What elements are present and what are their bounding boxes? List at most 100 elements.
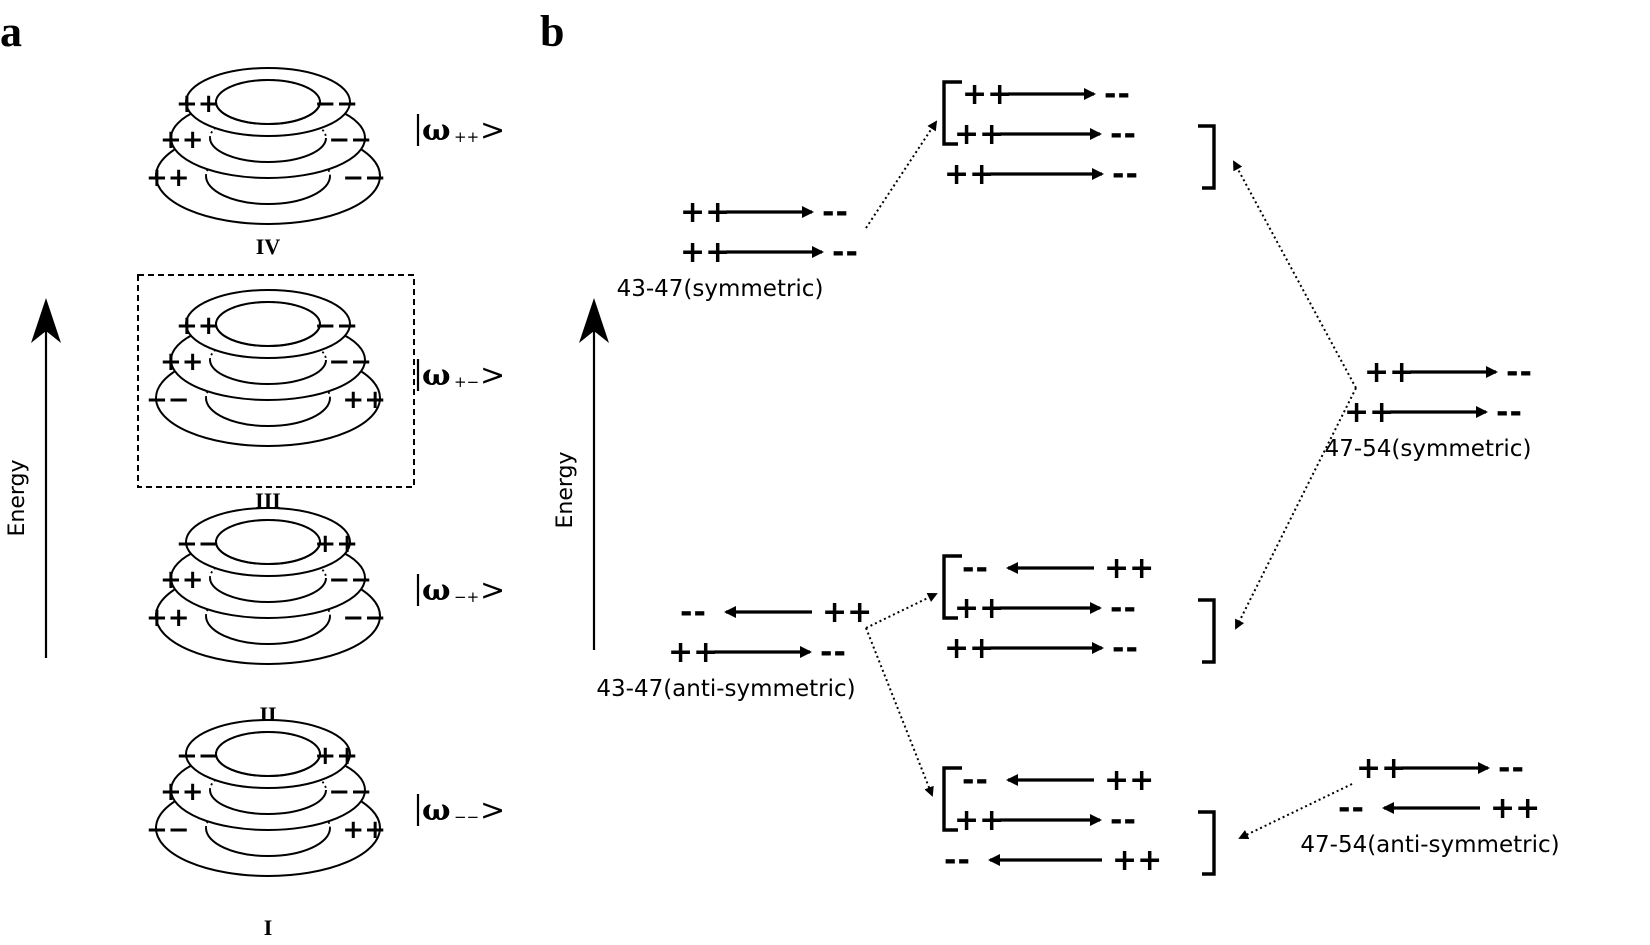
connector-47-54-sym-to-top [1233, 160, 1357, 389]
connector-43-47-anti-to-middle [865, 592, 938, 629]
dipole-right-sign: -- [1506, 355, 1533, 390]
ket-subscript: ++ [454, 128, 479, 146]
dipole-row: ++ -- [668, 635, 847, 670]
ket-IV: ω++> [416, 113, 505, 148]
roman-label-IV: IV [256, 234, 281, 259]
dipole-row: ++-- [944, 631, 1139, 666]
charge-IV-4: ++ [146, 163, 190, 193]
charge-I-2: ++ [160, 777, 204, 807]
dipole-left-sign: -- [680, 595, 707, 630]
dipole-left-sign: ++ [954, 117, 1004, 152]
dipole-right-sign: -- [832, 235, 859, 270]
dipole-row: -- ++ [1338, 791, 1540, 826]
dipole-row: ++ -- [680, 195, 849, 230]
ket-close: > [480, 358, 505, 393]
dipole-right-sign: ++ [1490, 791, 1540, 826]
dipole-right-sign: -- [1112, 631, 1139, 666]
charge-II-5: −− [342, 603, 386, 633]
left-bracket [942, 80, 962, 146]
dipole-row: ++-- [1364, 355, 1533, 390]
top-inner-ring [215, 519, 321, 565]
charge-III-2: ++ [160, 347, 204, 377]
panel-a-energy-axis: Energy [5, 298, 61, 658]
dipole-right-sign: -- [1110, 117, 1137, 152]
ket-close: > [480, 793, 505, 828]
ring-stack-II: −−++++−−++−−IIω−+> [146, 507, 505, 727]
ring-stack-IV: ++−−++−−++−−IVω++> [146, 67, 505, 259]
dipole-right-sign: ++ [1104, 763, 1154, 798]
ket-close: > [480, 113, 505, 148]
dipole-left-sign: ++ [680, 195, 730, 230]
pair-47-54-symmetric: ++-- ++-- 47-54(symmetric) [1325, 355, 1533, 462]
dipole-row: ++-- [954, 803, 1137, 838]
connector-43-47-sym-to-top [865, 120, 938, 229]
dipole-right-sign: -- [1110, 803, 1137, 838]
charge-IV-2: ++ [160, 125, 204, 155]
charge-I-0: −− [176, 741, 220, 771]
ket-omega: ω [422, 358, 451, 393]
dipole-right-sign: -- [822, 195, 849, 230]
combined-states: ++--++--++----++++--++----++++----++ [942, 77, 1216, 878]
dipole-row: -- ++ [680, 595, 872, 630]
charge-I-5: ++ [342, 815, 386, 845]
dipole-left-sign: ++ [1356, 751, 1406, 786]
dipole-row: -- ++ [962, 763, 1154, 798]
charge-IV-0: ++ [176, 89, 220, 119]
dipole-pairs: ++--++--43-47(symmetric)--++++--43-47(an… [596, 195, 1559, 858]
highlight-box-III [137, 274, 415, 488]
dipole-right-sign: ++ [1112, 843, 1162, 878]
ket-subscript: +− [454, 373, 479, 391]
dipole-right-sign: -- [1110, 591, 1137, 626]
dipole-left-sign: -- [1338, 791, 1365, 826]
pair-43-47-symmetric: ++--++--43-47(symmetric) [617, 195, 859, 302]
dipole-left-sign: ++ [668, 635, 718, 670]
charge-II-3: −− [328, 565, 372, 595]
dipole-left-sign: -- [944, 843, 971, 878]
ket-I: ω−−> [416, 793, 505, 828]
dotted-connectors [865, 120, 1357, 840]
dipole-right-sign: -- [1498, 751, 1525, 786]
panel-b-energy-label: Energy [553, 451, 578, 528]
dipole-row: ++-- [1344, 395, 1523, 430]
panel-a-letter: a [0, 7, 22, 56]
charge-IV-5: −− [342, 163, 386, 193]
ket-omega: ω [422, 113, 451, 148]
dipole-row: --++ [962, 551, 1154, 586]
ket-subscript: −− [454, 808, 479, 826]
dipole-right-sign: ++ [1104, 551, 1154, 586]
ring-stack-I: −− ++ ++ −− −− ++ Iω−−> [146, 719, 505, 940]
dipole-left-sign: -- [962, 763, 989, 798]
dipole-left-sign: ++ [962, 77, 1012, 112]
top-inner-ring [215, 79, 321, 125]
dipole-row: ++-- [954, 591, 1137, 626]
dipole-right-sign: ++ [822, 595, 872, 630]
dipole-right-sign: -- [1496, 395, 1523, 430]
charge-I-1: ++ [314, 741, 358, 771]
charge-III-1: −− [314, 311, 358, 341]
dipole-row: ++ -- [680, 235, 859, 270]
dipole-row: ++ -- [954, 117, 1137, 152]
combined-state-top: ++--++--++-- [942, 77, 1216, 192]
right-bracket [1198, 124, 1216, 190]
pair-label: 47-54(symmetric) [1325, 436, 1532, 462]
dipole-left-sign: ++ [944, 157, 994, 192]
charge-IV-3: −− [328, 125, 372, 155]
right-bracket [1198, 810, 1216, 876]
charge-II-1: ++ [314, 529, 358, 559]
charge-III-4: −− [146, 385, 190, 415]
combined-state-bottom: --++++----++ [942, 763, 1216, 878]
pair-47-54-anti-symmetric: ++----++47-54(anti-symmetric) [1300, 751, 1559, 858]
roman-label-I: I [264, 915, 273, 940]
dipole-left-sign: ++ [680, 235, 730, 270]
charge-I-4: −− [146, 815, 190, 845]
ring-stacks: ++−−++−−++−−IVω++>++−−++−−−−++IIIω+−>−−+… [146, 67, 505, 940]
top-inner-ring [215, 731, 321, 777]
dipole-row: -- ++ [944, 843, 1162, 878]
top-inner-ring [215, 301, 321, 347]
pair-43-47-anti-symmetric: --++++--43-47(anti-symmetric) [596, 595, 872, 702]
panel-b-energy-axis: Energy [553, 298, 609, 650]
charge-II-0: −− [176, 529, 220, 559]
dipole-right-sign: -- [820, 635, 847, 670]
